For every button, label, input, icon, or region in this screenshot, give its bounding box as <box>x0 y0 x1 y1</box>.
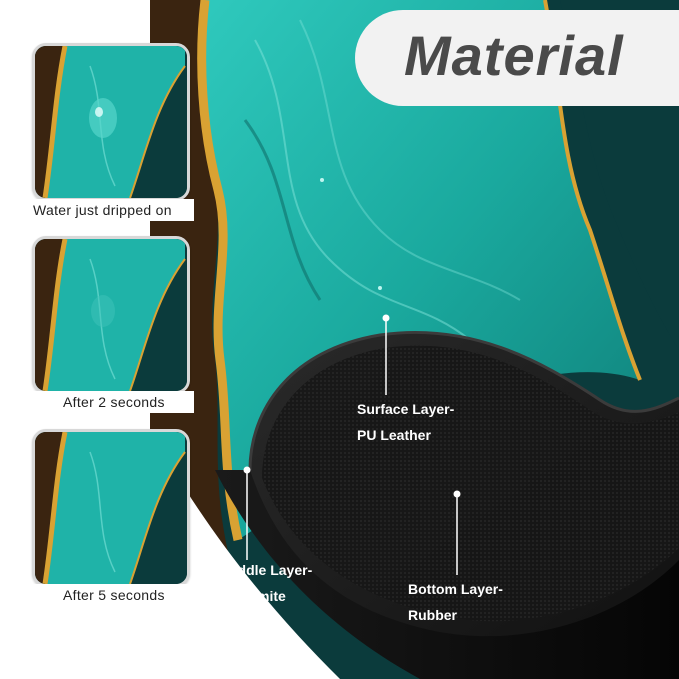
water-drop-icon <box>89 98 117 138</box>
surface-layer-label: Surface Layer- PU Leather <box>357 396 454 448</box>
thumbnail-caption: After 5 seconds <box>27 584 194 606</box>
marble-thumbnail-image <box>35 239 187 391</box>
marble-thumbnail-image <box>35 46 187 198</box>
marble-thumbnail-image <box>35 432 187 584</box>
bottom-layer-label: Bottom Layer- Rubber <box>408 576 503 628</box>
surface-layer-title: Surface Layer- <box>357 401 455 417</box>
bottom-layer-material: Rubber <box>408 607 457 623</box>
banner-title: Material <box>404 24 624 87</box>
middle-layer-material: Diatomite <box>222 588 286 604</box>
thumbnail-caption: After 2 seconds <box>27 391 194 413</box>
thumbnail-water-dripped <box>32 43 190 201</box>
material-banner <box>355 10 679 106</box>
bottom-layer-title: Bottom Layer- <box>408 581 503 597</box>
thumbnail-caption: Water just dripped on <box>27 199 194 221</box>
thumbnail-after-2-seconds <box>32 236 190 394</box>
surface-layer-material: PU Leather <box>357 427 431 443</box>
middle-layer-label: Middle Layer- Diatomite <box>222 557 312 609</box>
thumbnail-after-5-seconds <box>32 429 190 587</box>
middle-layer-title: Middle Layer- <box>222 562 313 578</box>
